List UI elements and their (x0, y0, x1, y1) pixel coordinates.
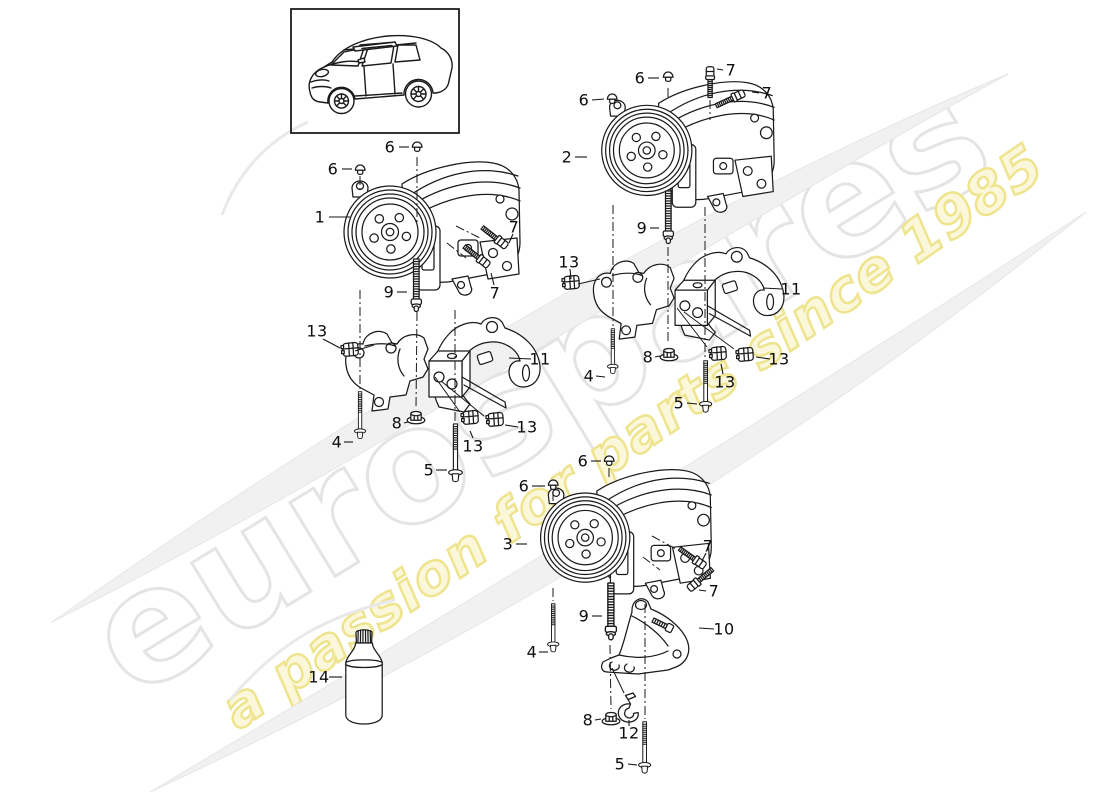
bracket-11-left (345, 317, 541, 413)
callout-5-36[interactable]: 5 (614, 754, 626, 774)
leader-line-13-25 (755, 356, 771, 360)
callout-13-6[interactable]: 13 (306, 321, 328, 341)
nut-8c (601, 711, 621, 726)
bolt-5b (699, 360, 713, 413)
clip-13a2 (460, 409, 479, 425)
leader-line-7-30 (698, 589, 707, 592)
callout-5-23[interactable]: 5 (673, 393, 685, 413)
leader-line-10-32 (698, 627, 715, 630)
cap-6a2 (411, 141, 423, 153)
leader-line-8-34 (594, 718, 602, 721)
bracket-11-right (592, 246, 785, 341)
vehicle-thumbnail (290, 8, 460, 134)
leader-line-11-20 (762, 287, 783, 290)
callout-6-2[interactable]: 6 (384, 137, 396, 157)
callout-leaders (322, 68, 783, 766)
bolt-5c (638, 721, 652, 774)
leader-line-13-12 (504, 424, 519, 428)
callout-11-20[interactable]: 11 (780, 279, 802, 299)
clip-13a1 (340, 341, 359, 357)
leader-line-8-8 (403, 421, 409, 424)
connector-lines (354, 278, 735, 694)
callout-1-0[interactable]: 1 (314, 207, 326, 227)
centerlines (359, 88, 711, 719)
callout-13-24[interactable]: 13 (714, 372, 736, 392)
callout-7-30[interactable]: 7 (708, 581, 720, 601)
compressor-3 (539, 469, 712, 600)
hook-clamp-12 (617, 692, 639, 723)
callout-9-18[interactable]: 9 (636, 218, 648, 238)
leader-line-7-3 (508, 233, 514, 244)
callout-9-5[interactable]: 9 (383, 282, 395, 302)
callout-8-8[interactable]: 8 (391, 413, 403, 433)
leader-line-11-7 (508, 357, 532, 360)
callout-12-35[interactable]: 12 (618, 723, 640, 743)
callout-10-32[interactable]: 10 (713, 619, 735, 639)
callout-13-11[interactable]: 13 (462, 436, 484, 456)
compressor-2 (601, 81, 775, 213)
leader-line-13-24 (720, 363, 724, 375)
callout-14-37[interactable]: 14 (308, 667, 330, 687)
leader-line-5-36 (627, 763, 638, 766)
callout-3-26[interactable]: 3 (502, 534, 514, 554)
callout-6-1[interactable]: 6 (327, 159, 339, 179)
callout-13-19[interactable]: 13 (558, 252, 580, 272)
clip-13b2 (708, 345, 727, 361)
callout-4-9[interactable]: 4 (331, 432, 343, 452)
leader-line-7-17 (751, 91, 760, 94)
car-icon (308, 34, 453, 115)
thumbnail-frame (290, 8, 460, 134)
leader-line-13-19 (569, 268, 572, 280)
oil-bottle-14 (345, 629, 383, 725)
callout-6-28[interactable]: 6 (577, 451, 589, 471)
cap-6c2 (603, 455, 615, 467)
cap-6b2 (662, 71, 674, 83)
bolt-4b (607, 328, 619, 375)
callout-6-14[interactable]: 6 (578, 90, 590, 110)
nut-8b (659, 347, 679, 362)
leader-line-7-4 (490, 272, 495, 286)
callout-9-31[interactable]: 9 (578, 606, 590, 626)
leader-line-7-16 (716, 68, 724, 71)
callout-2-13[interactable]: 2 (561, 147, 573, 167)
callout-4-22[interactable]: 4 (583, 366, 595, 386)
callout-5-10[interactable]: 5 (423, 460, 435, 480)
clip-13a3 (485, 411, 504, 427)
leader-line-5-23 (686, 402, 698, 405)
leader-line-7-29 (701, 552, 707, 562)
bolt-5a (448, 423, 463, 483)
leader-line-6-14 (591, 98, 605, 101)
callout-6-15[interactable]: 6 (634, 68, 646, 88)
callout-11-7[interactable]: 11 (529, 349, 551, 369)
bolt-4c (547, 603, 560, 653)
callout-4-33[interactable]: 4 (526, 642, 538, 662)
clip-13b3 (735, 346, 754, 362)
compressor-1 (343, 161, 521, 296)
swoosh-curves (51, 73, 1087, 793)
callout-7-4[interactable]: 7 (489, 283, 501, 303)
callout-13-25[interactable]: 13 (768, 349, 790, 369)
callout-7-16[interactable]: 7 (725, 60, 737, 80)
leader-line-13-6 (322, 338, 341, 349)
callout-7-17[interactable]: 7 (761, 83, 773, 103)
callout-8-34[interactable]: 8 (582, 710, 594, 730)
callout-7-3[interactable]: 7 (508, 217, 520, 237)
leader-line-13-11 (469, 430, 474, 439)
cap-6a1 (354, 164, 366, 176)
leader-line-8-21 (654, 355, 661, 358)
callout-13-12[interactable]: 13 (516, 417, 538, 437)
callout-8-21[interactable]: 8 (642, 347, 654, 367)
callout-7-29[interactable]: 7 (702, 536, 714, 556)
leader-line-4-22 (595, 375, 606, 378)
callout-6-27[interactable]: 6 (518, 476, 530, 496)
